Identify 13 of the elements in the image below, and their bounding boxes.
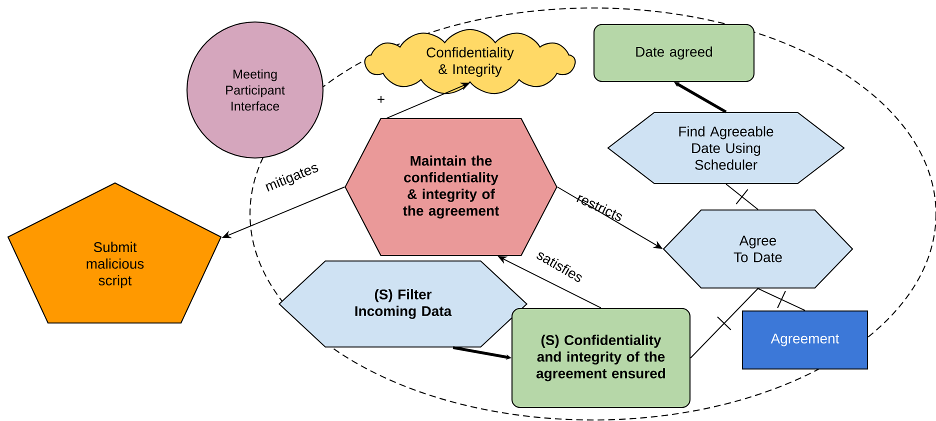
softgoal-cloud: Confidentiality & Integrity (364, 28, 576, 94)
task-hexagon: Find Agreeable Date Using Scheduler (607, 112, 845, 184)
link-arrow (674, 82, 727, 114)
task-hexagon: (S) Filter Incoming Data (278, 260, 528, 348)
link-line (758, 288, 806, 311)
goal-box: (S) Confidentiality and integrity of the agreement ensured (511, 308, 691, 408)
task-hexagon: Agree To Date (662, 209, 854, 289)
resource-box: Agreement (742, 310, 868, 370)
link-line (726, 184, 758, 210)
link-line (690, 288, 758, 358)
edge-label: + (378, 96, 384, 103)
threat-pentagon: Submit malicious script (7, 182, 222, 324)
goal-box: Date agreed (593, 24, 755, 82)
